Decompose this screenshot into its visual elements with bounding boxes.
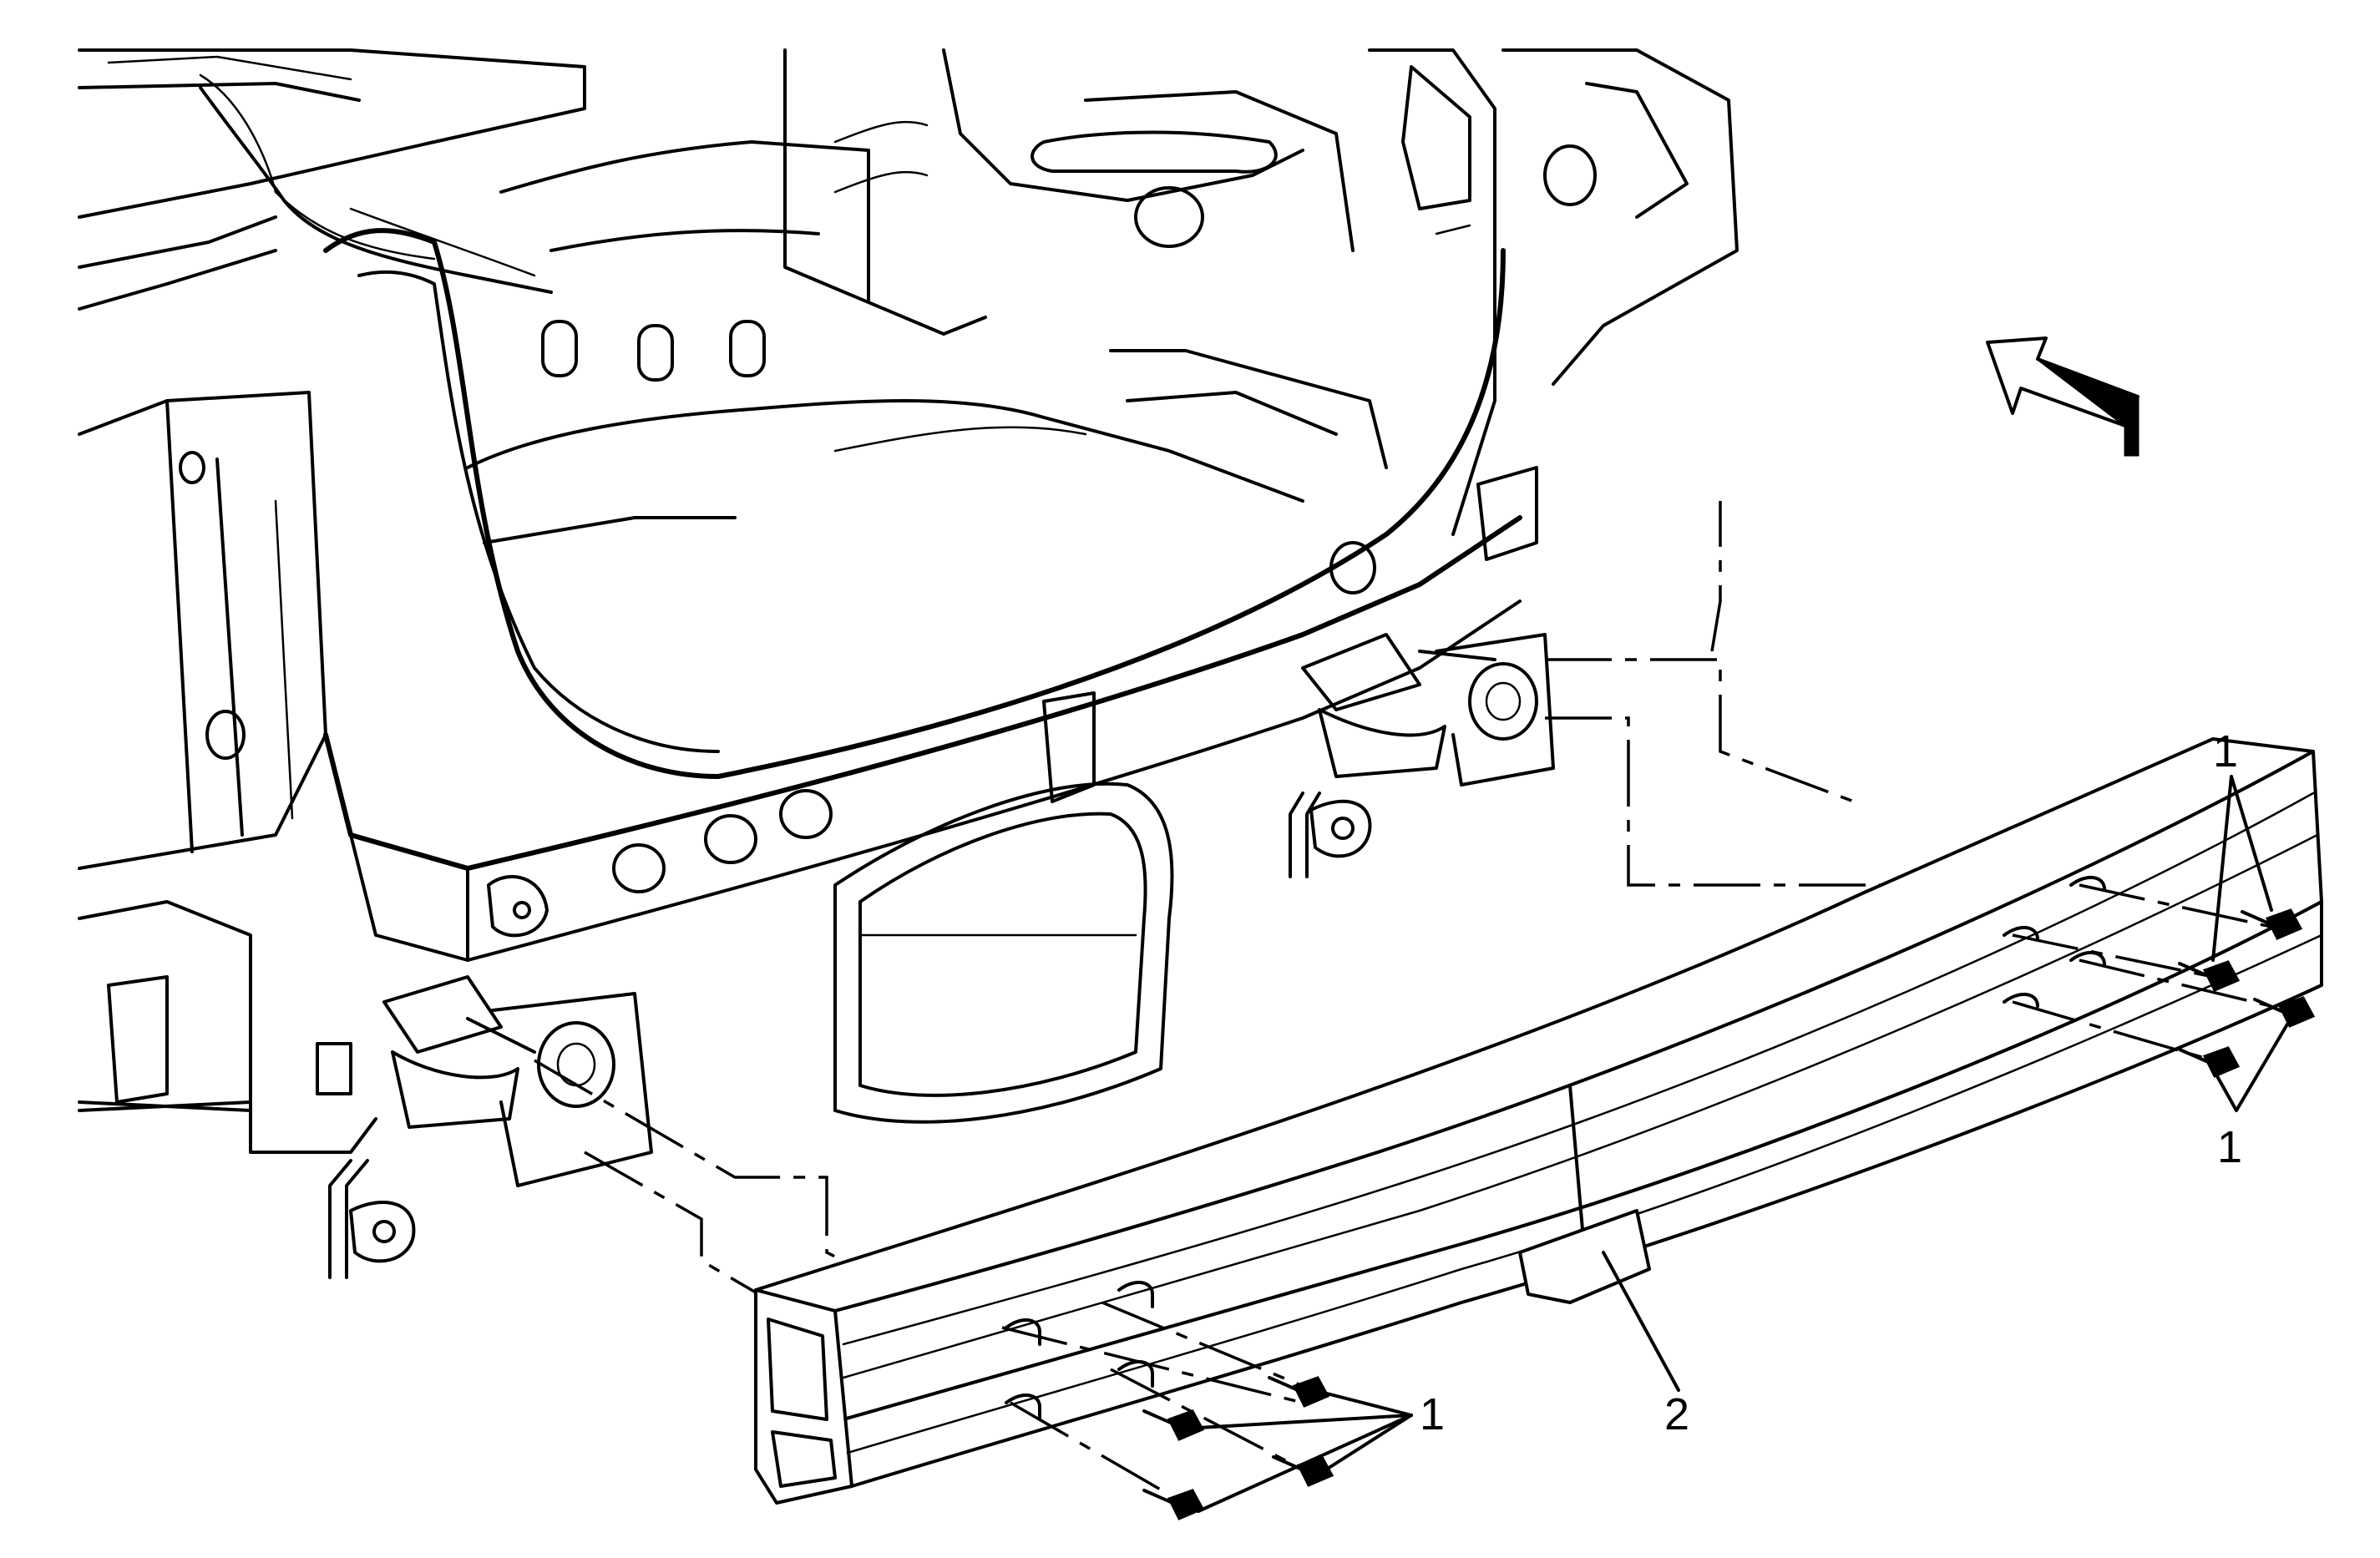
bolt-insertion-lines-right xyxy=(2012,883,2289,1062)
bolt-icon xyxy=(2178,960,2241,992)
bolt-insertion-lines-front xyxy=(1001,1301,1304,1496)
forward-direction-arrow-icon xyxy=(1986,336,2139,457)
callout-leader-lines xyxy=(1197,775,2290,1513)
callout-label-fastener-top: 1 xyxy=(2213,726,2238,776)
vehicle-rear-body xyxy=(78,48,1739,1154)
bumper-impact-bar xyxy=(754,737,2323,1505)
bolt-icon xyxy=(2241,908,2303,940)
callout-label-fastener-front: 1 xyxy=(1420,1389,1445,1439)
bolt-icon xyxy=(1268,1376,1330,1408)
bolt-icon xyxy=(2178,1046,2241,1078)
right-bumper-mount-bracket xyxy=(1289,633,1555,878)
callout-label-fastener-right: 1 xyxy=(2217,1122,2242,1172)
left-bumper-mount-bracket xyxy=(328,975,653,1279)
bolt-icon xyxy=(1142,1489,1205,1520)
bolt-icon xyxy=(1142,1409,1205,1441)
bolt-icon-group-front xyxy=(1142,1376,1334,1520)
bolt-icon xyxy=(2253,996,2316,1028)
callout-label-bumper-bar: 2 xyxy=(1664,1389,1689,1439)
